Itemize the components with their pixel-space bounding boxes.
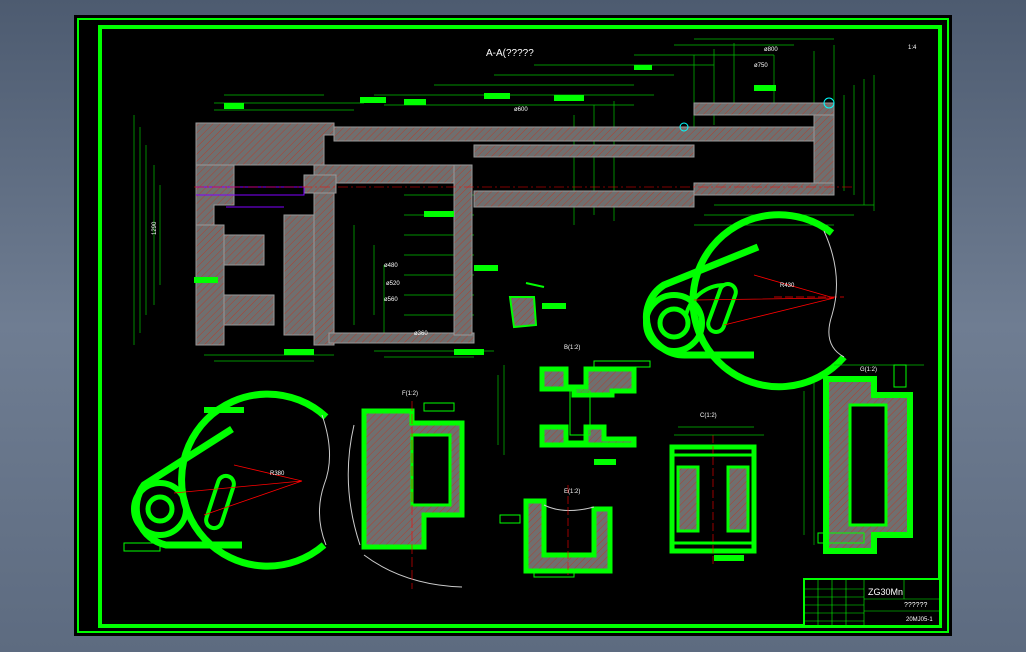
outer-frame xyxy=(77,18,949,633)
detail-small xyxy=(508,282,566,329)
cad-drawing: A-A(????? 1:4 xyxy=(77,18,949,633)
detail-view-b xyxy=(497,360,651,465)
dim-d12: ø360 xyxy=(414,331,428,337)
bracket-view-top xyxy=(642,211,847,391)
view-label-e: E(1:2) xyxy=(564,489,580,495)
title-part-code: ZG30Mn xyxy=(868,587,903,597)
dim-d1: ø480 xyxy=(384,263,398,269)
dim-d2: ø520 xyxy=(386,281,400,287)
section-title: A-A(????? xyxy=(486,48,534,59)
title-drawing-number: 20MJ05-1 xyxy=(906,617,933,623)
cad-drawing-viewport[interactable]: A-A(????? 1:4 xyxy=(74,15,952,636)
section-view-e xyxy=(499,485,613,578)
dim-d4: ø600 xyxy=(514,107,528,113)
dim-d3: ø560 xyxy=(384,297,398,303)
section-view-c xyxy=(669,426,764,567)
main-section-view xyxy=(133,38,875,362)
dim-d5: ø750 xyxy=(754,63,768,69)
title-block xyxy=(803,578,941,627)
dim-d8: R380 xyxy=(270,471,285,477)
view-label-b: B(1:2) xyxy=(564,345,580,351)
bracket-view-bottom xyxy=(123,390,331,570)
section-view-g xyxy=(803,364,924,554)
view-label-g: G(1:2) xyxy=(860,367,877,373)
corner-mark: 1:4 xyxy=(908,45,917,51)
dim-d7: R430 xyxy=(780,283,795,289)
dim-d9: 1290 xyxy=(152,221,158,235)
dim-d6: ø800 xyxy=(764,47,778,53)
view-label-f: F(1:2) xyxy=(402,391,418,397)
section-view-f xyxy=(347,401,465,589)
inner-frame xyxy=(98,25,942,628)
view-label-c: C(1:2) xyxy=(700,413,717,419)
title-garbled-text: ?????? xyxy=(904,602,927,609)
